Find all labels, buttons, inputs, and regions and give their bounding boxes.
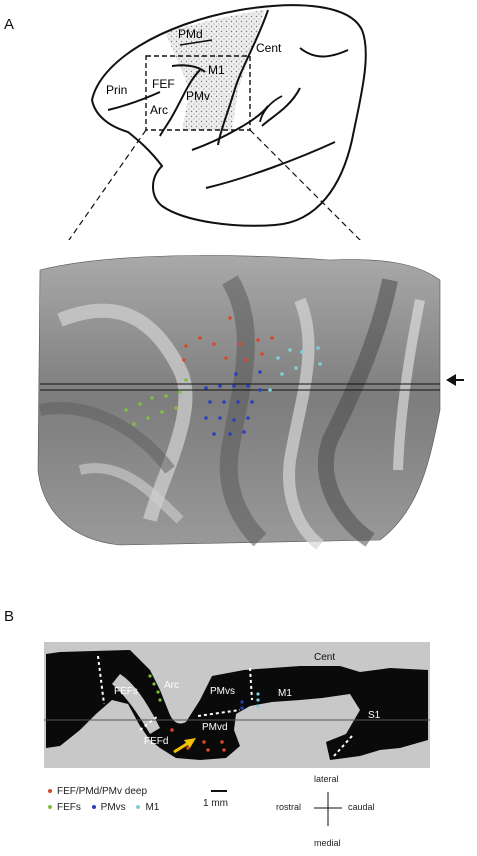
legend-fefs-label: FEFs — [57, 802, 81, 813]
legend-m1-dot — [136, 805, 140, 809]
slice-label-pmvd: PMvd — [202, 722, 228, 733]
orientation-lateral: lateral — [314, 774, 339, 784]
slice-sites-m1 — [256, 692, 259, 707]
slice-arrow-head — [446, 374, 456, 386]
label-pmv: PMv — [186, 89, 210, 103]
slice-label-cent: Cent — [314, 652, 335, 663]
label-m1: M1 — [208, 63, 225, 77]
label-arc: Arc — [150, 103, 168, 117]
legend-deep-dot — [48, 789, 52, 793]
slice-label-s1: S1 — [368, 710, 381, 721]
legend-deep: FEF/PMd/PMv deep — [48, 786, 147, 797]
label-prin: Prin — [106, 83, 127, 97]
intraparietal-sulcus — [300, 48, 348, 57]
legend-deep-label: FEF/PMd/PMv deep — [57, 786, 147, 797]
orientation-rostral: rostral — [276, 802, 301, 812]
scale-bar-label: 1 mm — [203, 798, 228, 809]
legend-fefs-dot — [48, 805, 52, 809]
cross-section-slice: Cent Arc FEFs PMvs M1 S1 FEFd PMvd — [0, 630, 477, 780]
slice-label-pmvs: PMvs — [210, 686, 235, 697]
orientation-medial: medial — [314, 838, 341, 848]
superior-temporal-sulcus — [206, 142, 335, 188]
legend-m1-label: M1 — [145, 802, 159, 813]
label-pmd: PMd — [178, 27, 203, 41]
legend-pmvs-label: PMvs — [101, 802, 126, 813]
label-cent: Cent — [256, 41, 282, 55]
panel-b-letter: B — [4, 608, 14, 625]
legend-sites: FEFs PMvs M1 — [48, 802, 159, 813]
scale-bar-line — [211, 790, 227, 792]
projection-line-left — [62, 130, 146, 240]
legend-pmvs-dot — [92, 805, 96, 809]
slice-label-arc: Arc — [164, 680, 179, 691]
cortical-surface-reconstruction — [0, 240, 477, 570]
slice-label-m1: M1 — [278, 688, 292, 699]
slice-label-fefs: FEFs — [114, 686, 138, 697]
slice-label-fefd: FEFd — [144, 736, 168, 747]
orientation-caudal: caudal — [348, 802, 375, 812]
brain-outline-diagram: PMd Cent M1 Prin FEF PMv Arc — [0, 0, 477, 240]
label-fef: FEF — [152, 77, 175, 91]
orientation-compass — [310, 786, 346, 836]
